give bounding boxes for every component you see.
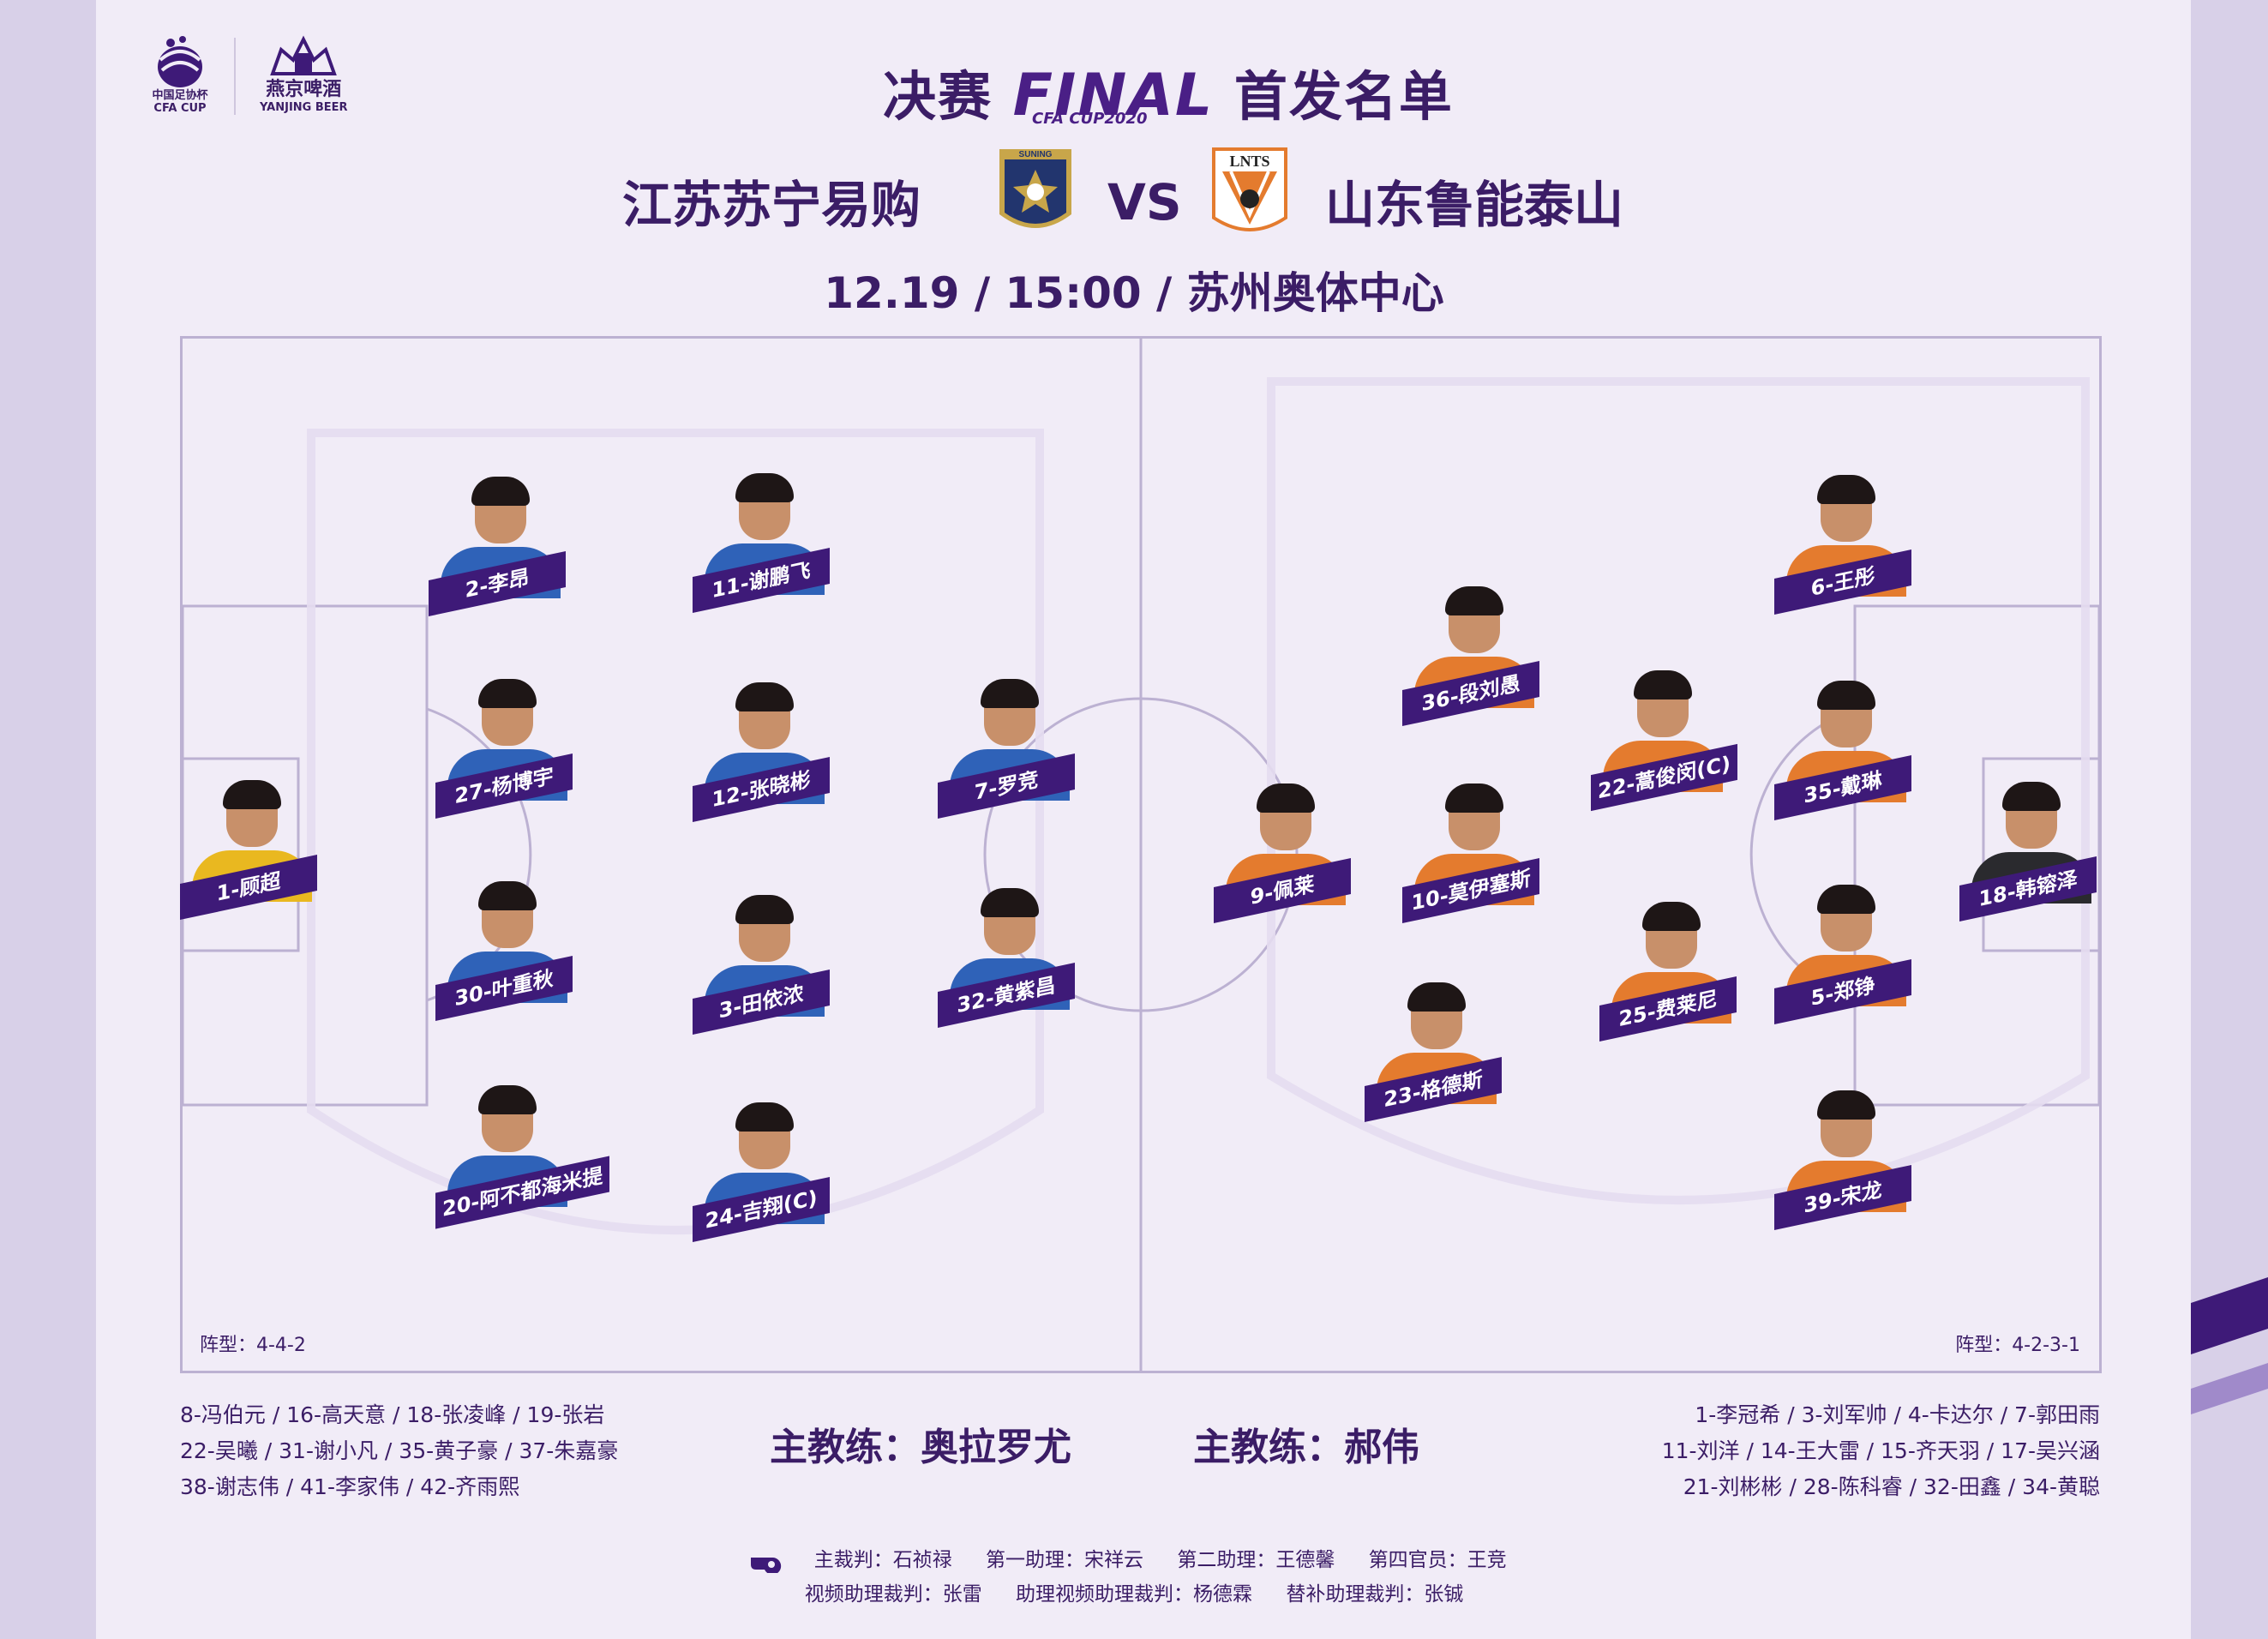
home-player-card: 2-李昂 bbox=[429, 477, 574, 651]
home-player-card: 11-谢鹏飞 bbox=[693, 473, 838, 648]
suning-badge-text: SUNING bbox=[1019, 150, 1053, 159]
home-player-card: 7-罗竞 bbox=[938, 679, 1083, 854]
home-player-card: 20-阿不都海米提 bbox=[435, 1085, 610, 1260]
logo-divider bbox=[234, 38, 236, 115]
yanjing-logo-line2: YANJING BEER bbox=[260, 101, 348, 114]
watermark-badges bbox=[307, 377, 2090, 1234]
poster-title: 决赛 FINAL 首发名单 bbox=[883, 53, 1454, 130]
home-subs-line: 22-吴曦 / 31-谢小凡 / 35-黄子豪 / 37-朱嘉豪 bbox=[180, 1438, 619, 1463]
cfa-cup-icon bbox=[158, 36, 202, 87]
home-coach: 主教练：奥拉罗尤 bbox=[770, 1426, 1071, 1469]
cfa-logo-line2: CFA CUP bbox=[153, 102, 207, 115]
whistle-icon bbox=[751, 1557, 782, 1573]
lnts-badge: LNTS bbox=[1212, 147, 1287, 231]
yanjing-beer-logo: 燕京啤酒 YANJING BEER bbox=[260, 34, 348, 114]
lnts-badge-text: LNTS bbox=[1229, 153, 1269, 170]
avar-referee: 助理视频助理裁判：杨德霖 bbox=[1016, 1583, 1252, 1606]
away-player-card: 5-郑铮 bbox=[1774, 885, 1920, 1060]
home-subs-line: 38-谢志伟 / 41-李家伟 / 42-齐雨熙 bbox=[180, 1474, 520, 1499]
home-team-name: 江苏苏宁易购 bbox=[622, 176, 921, 234]
away-player-card: 6-王彤 bbox=[1774, 475, 1920, 650]
yanjing-emblem-icon bbox=[270, 35, 338, 75]
away-player-card: 23-格德斯 bbox=[1365, 982, 1510, 1157]
sponsor-logos: 中国足协杯 CFA CUP 燕京啤酒 YANJING BEER bbox=[150, 34, 348, 115]
away-player-card: 18-韩镕泽 bbox=[1959, 782, 2105, 957]
home-player-card: 24-吉翔(C) bbox=[693, 1102, 838, 1277]
cfa-cup-logo: 中国足协杯 CFA CUP bbox=[150, 34, 210, 115]
away-team-name: 山东鲁能泰山 bbox=[1325, 176, 1624, 234]
pitch: 阵型：4-4-2 阵型：4-2-3-1 bbox=[180, 336, 2102, 1373]
corner-decoration bbox=[2191, 1277, 2268, 1414]
match-officials: 主裁判：石祯禄 第一助理：宋祥云 第二助理：王德馨 第四官员：王竞 视频助理裁判… bbox=[0, 1543, 2268, 1612]
away-subs-line: 11-刘洋 / 14-王大雷 / 15-齐天羽 / 17-吴兴涵 bbox=[1661, 1438, 2100, 1463]
officials-line-1: 主裁判：石祯禄 第一助理：宋祥云 第二助理：王德馨 第四官员：王竞 bbox=[0, 1543, 2268, 1577]
suning-badge: SUNING bbox=[999, 149, 1071, 228]
away-player-card: 35-戴琳 bbox=[1774, 681, 1920, 856]
away-player-card: 36-段刘愚 bbox=[1402, 586, 1548, 761]
left-decor-stripe bbox=[0, 0, 96, 1639]
away-player-card: 22-蒿俊闵(C) bbox=[1591, 670, 1737, 845]
reserve-assistant-referee: 替补助理裁判：张铖 bbox=[1286, 1583, 1464, 1606]
home-player-card: 1-顾超 bbox=[180, 780, 326, 955]
referee: 主裁判：石祯禄 bbox=[813, 1549, 952, 1571]
home-player-card: 27-杨博宇 bbox=[435, 679, 581, 854]
title-prefix: 决赛 bbox=[883, 65, 993, 128]
title-final: FINAL bbox=[1012, 62, 1215, 129]
match-info: 12.19 / 15:00 / 苏州奥体中心 bbox=[824, 268, 1444, 318]
away-formation: 阵型：4-2-3-1 bbox=[1955, 1335, 2080, 1356]
away-player-card: 39-宋龙 bbox=[1774, 1090, 1920, 1265]
home-player-card: 12-张晓彬 bbox=[693, 682, 838, 857]
var-referee: 视频助理裁判：张雷 bbox=[804, 1583, 982, 1606]
officials-line-2: 视频助理裁判：张雷 助理视频助理裁判：杨德霖 替补助理裁判：张铖 bbox=[0, 1577, 2268, 1612]
right-decor-stripe bbox=[2191, 0, 2268, 1639]
home-substitutes: 8-冯伯元 / 16-高天意 / 18-张凌峰 / 19-张岩 22-吴曦 / … bbox=[180, 1397, 618, 1505]
away-player-card: 10-莫伊塞斯 bbox=[1402, 783, 1548, 958]
teams-row: 江苏苏宁易购 SUNING VS LNTS 山东鲁能泰山 bbox=[0, 146, 2268, 249]
assistant-referee-2: 第二助理：王德馨 bbox=[1177, 1549, 1335, 1571]
yanjing-logo-line1: 燕京啤酒 bbox=[266, 79, 342, 100]
home-subs-line: 8-冯伯元 / 16-高天意 / 18-张凌峰 / 19-张岩 bbox=[180, 1402, 605, 1427]
fourth-official: 第四官员：王竞 bbox=[1368, 1549, 1507, 1571]
home-player-card: 3-田依浓 bbox=[693, 895, 838, 1070]
title-suffix: 首发名单 bbox=[1233, 65, 1454, 128]
away-substitutes: 1-李冠希 / 3-刘军帅 / 4-卡达尔 / 7-郭田雨 11-刘洋 / 14… bbox=[1662, 1397, 2100, 1505]
away-subs-line: 21-刘彬彬 / 28-陈科睿 / 32-田鑫 / 34-黄聪 bbox=[1683, 1474, 2100, 1499]
home-player-card: 32-黄紫昌 bbox=[938, 888, 1083, 1063]
away-player-card: 9-佩莱 bbox=[1214, 783, 1359, 958]
assistant-referee-1: 第一助理：宋祥云 bbox=[986, 1549, 1143, 1571]
away-player-card: 25-费莱尼 bbox=[1599, 902, 1745, 1077]
home-formation: 阵型：4-4-2 bbox=[200, 1335, 306, 1356]
away-subs-line: 1-李冠希 / 3-刘军帅 / 4-卡达尔 / 7-郭田雨 bbox=[1695, 1402, 2100, 1427]
away-coach: 主教练：郝伟 bbox=[1193, 1426, 1419, 1469]
home-player-card: 30-叶重秋 bbox=[435, 881, 581, 1056]
title-subline: CFA CUP2020 bbox=[1032, 110, 1148, 128]
cfa-logo-line1: 中国足协杯 bbox=[152, 89, 208, 102]
vs-label: VS bbox=[1107, 173, 1182, 231]
